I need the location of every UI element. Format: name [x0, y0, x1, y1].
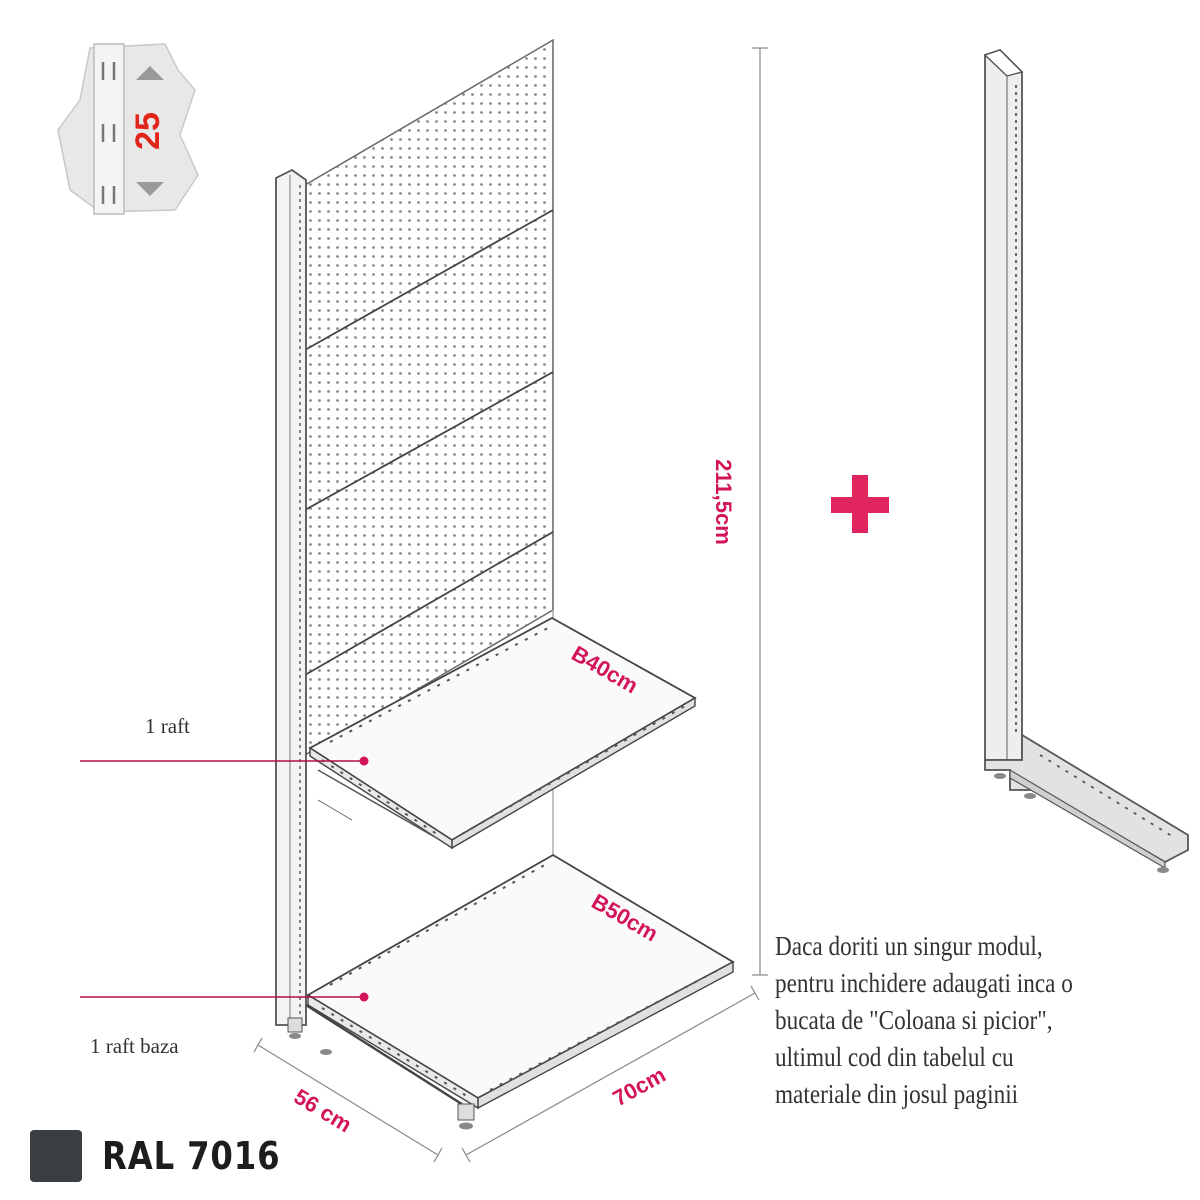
base-shelf	[305, 853, 735, 1130]
height-dimension	[752, 47, 768, 976]
plus-icon	[831, 475, 889, 533]
callout-upper-shelf	[80, 756, 369, 766]
upper-shelf	[308, 616, 697, 850]
arrow-up-icon	[136, 66, 164, 80]
column-and-foot	[983, 48, 1189, 873]
note-line: pentru inchidere adaugati inca o	[775, 968, 1073, 998]
note-line: bucata de "Coloana si picior",	[775, 1005, 1053, 1035]
depth-dimension	[253, 1037, 443, 1163]
pegboard-panel	[304, 38, 554, 870]
ral-color-swatch	[30, 1130, 82, 1182]
width-dimension	[461, 985, 760, 1163]
callout-base-shelf	[80, 992, 369, 1002]
arrow-down-icon	[136, 182, 164, 196]
upper-shelf-callout-label: 1 raft	[145, 714, 190, 738]
base-shelf-callout-label: 1 raft baza	[90, 1034, 179, 1058]
note-line: materiale din josul paginii	[775, 1079, 1019, 1109]
slot-pitch-badge: 25	[57, 43, 199, 215]
note-line: Daca doriti un singur modul,	[775, 931, 1043, 961]
note-line: ultimul cod din tabelul cu	[775, 1042, 1014, 1072]
ral-color-label: RAL 7016	[102, 1134, 281, 1178]
ral-color-badge: RAL 7016	[30, 1128, 312, 1184]
height-value: 211,5cm	[711, 459, 736, 545]
assembly-note: Daca doriti un singur modul, pentru inch…	[775, 928, 1195, 1113]
upright-column	[275, 168, 307, 1039]
slot-pitch-value: 25	[129, 112, 167, 150]
